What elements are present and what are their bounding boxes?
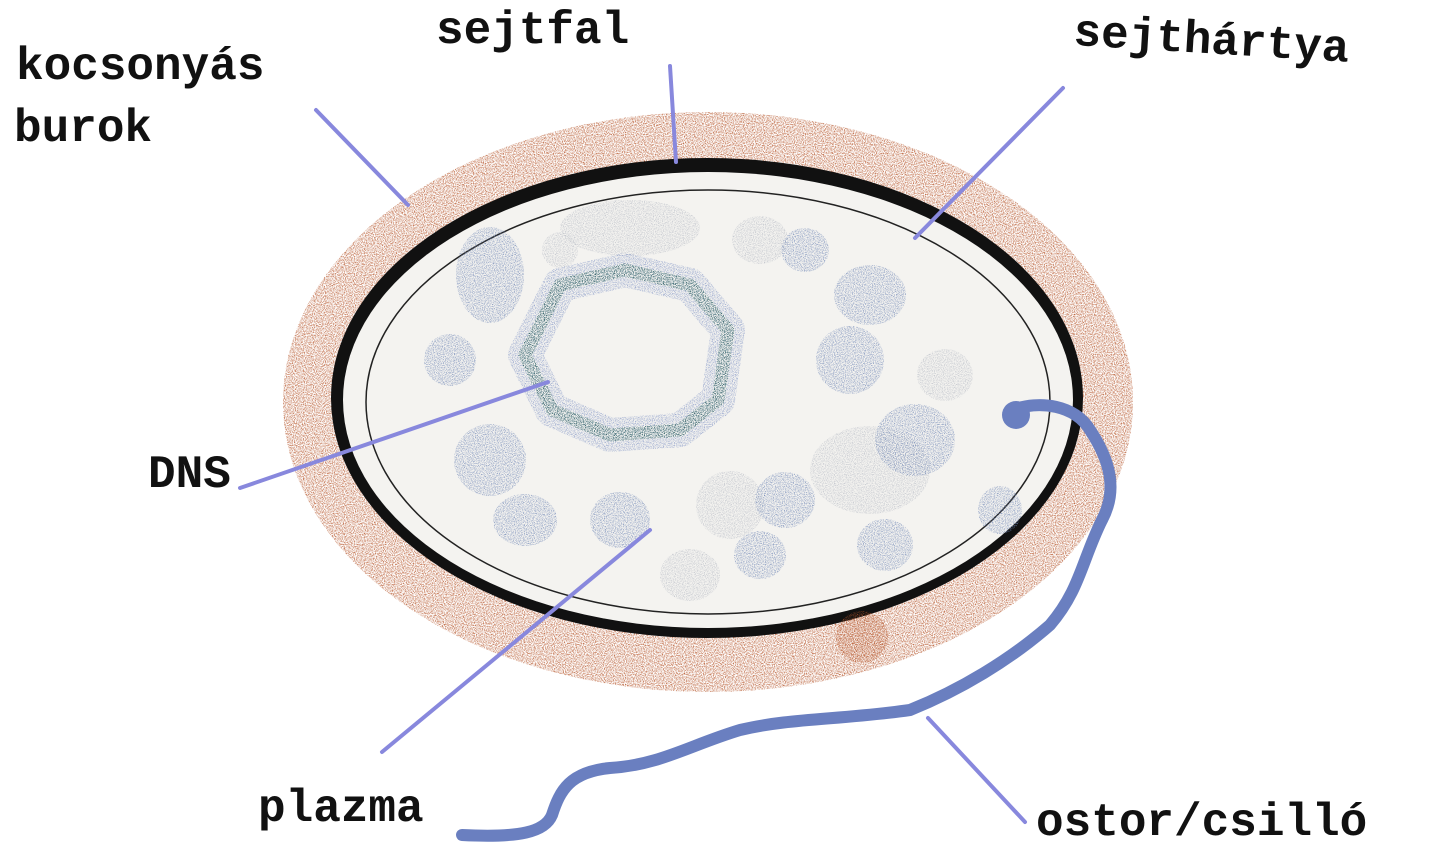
granule (978, 486, 1022, 534)
granule (875, 404, 955, 476)
granule (755, 472, 815, 528)
label-plasma: plazma (258, 786, 424, 832)
granule (857, 519, 913, 571)
label-capsule-line2: burok (14, 106, 152, 152)
label-dna: DNS (148, 452, 231, 498)
granule (456, 227, 524, 323)
granule (917, 349, 973, 401)
leader-flagellum (928, 718, 1025, 822)
granule (493, 494, 557, 546)
granule (734, 531, 786, 579)
flagellum-basal-body (1002, 401, 1030, 429)
granule (834, 265, 906, 325)
label-capsule-line1: kocsonyás (16, 44, 264, 90)
label-flagellum: ostor/csilló (1036, 800, 1367, 846)
granule (560, 200, 700, 256)
granule (542, 232, 578, 268)
granule (696, 471, 764, 539)
wall-blob (836, 611, 888, 663)
granule (424, 334, 476, 386)
granule (781, 228, 829, 272)
granule (660, 549, 720, 601)
granule (732, 216, 788, 264)
granule (816, 326, 884, 394)
granule (454, 424, 526, 496)
leader-capsule (316, 110, 408, 205)
label-cell-wall: sejtfal (436, 8, 629, 54)
